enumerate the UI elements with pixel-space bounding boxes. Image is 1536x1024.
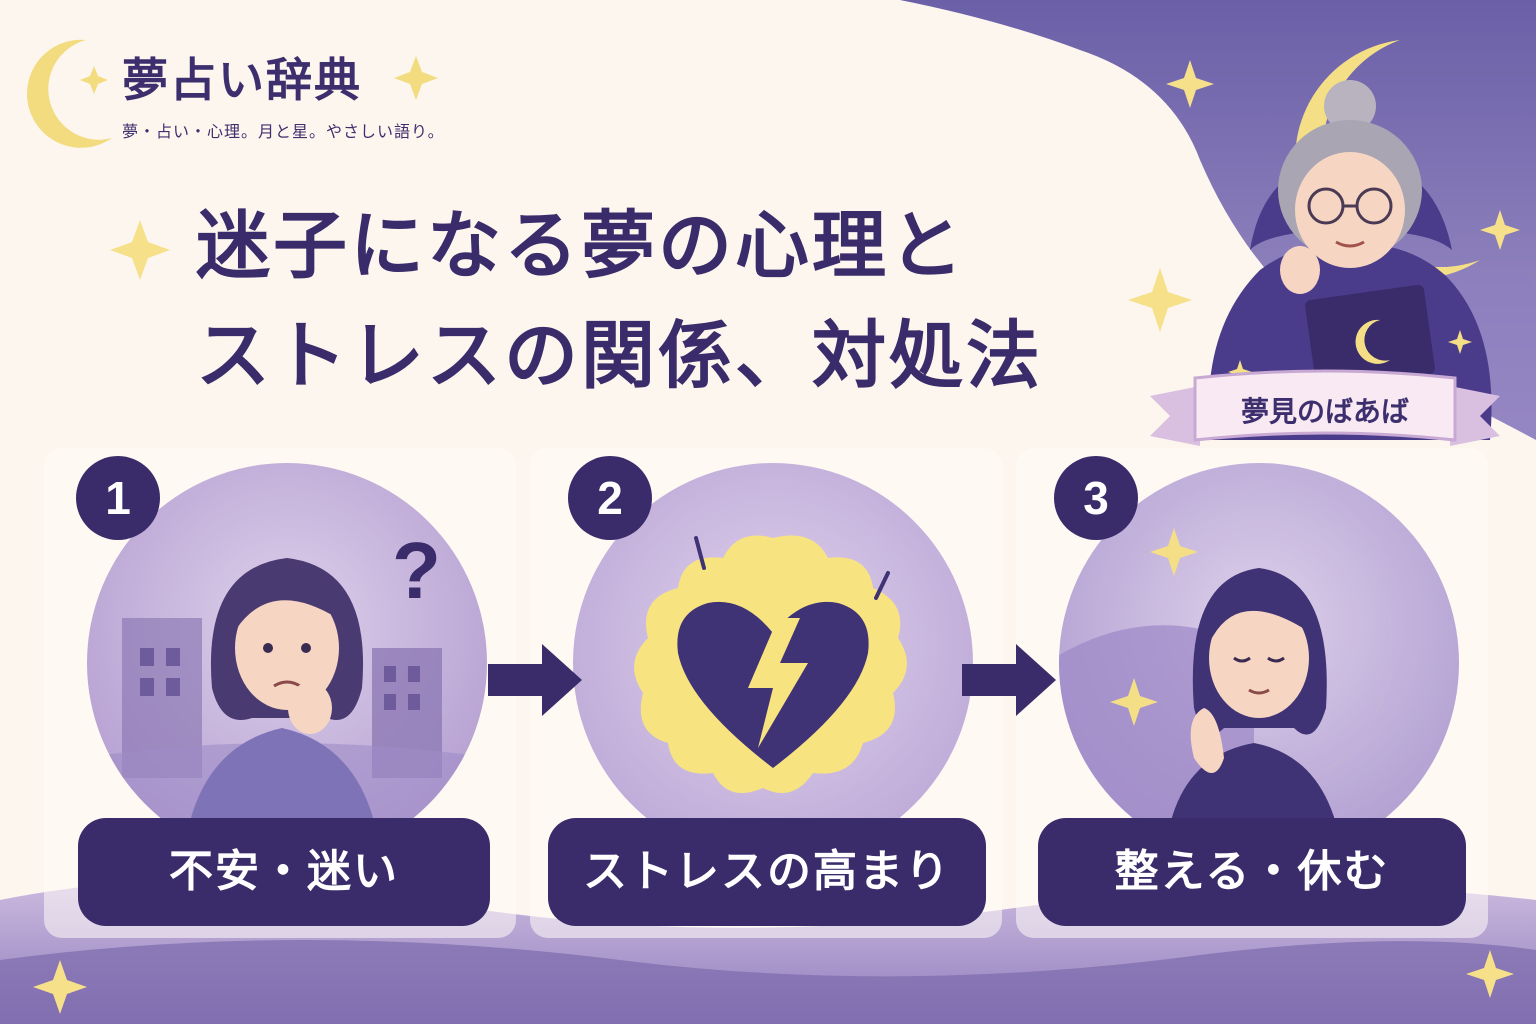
confused-woman-icon: ?	[87, 463, 487, 863]
step-label-2: ストレスの高まり	[548, 818, 986, 926]
brand-title[interactable]: 夢占い辞典	[122, 53, 362, 107]
headline-line-2: ストレスの関係、対処法	[196, 313, 1043, 399]
arrow-right-icon	[488, 644, 582, 716]
brand-moon-icon	[27, 39, 112, 148]
headline-line-1: 迷子になる夢の心理と	[196, 203, 966, 289]
broken-heart-icon	[573, 463, 973, 863]
step-label-3: 整える・休む	[1038, 818, 1466, 926]
step-number-1: 1	[76, 456, 160, 540]
brand-tagline: 夢・占い・心理。月と星。やさしい語り。	[122, 122, 445, 141]
step-number-3: 3	[1054, 456, 1138, 540]
mascot-name: 夢見のばあば	[1240, 395, 1409, 428]
step-number-2: 2	[568, 456, 652, 540]
arrow-right-icon	[962, 644, 1056, 716]
step-label-1: 不安・迷い	[78, 818, 490, 926]
mascot-name-banner	[1150, 369, 1500, 446]
svg-text:?: ?	[392, 526, 441, 615]
